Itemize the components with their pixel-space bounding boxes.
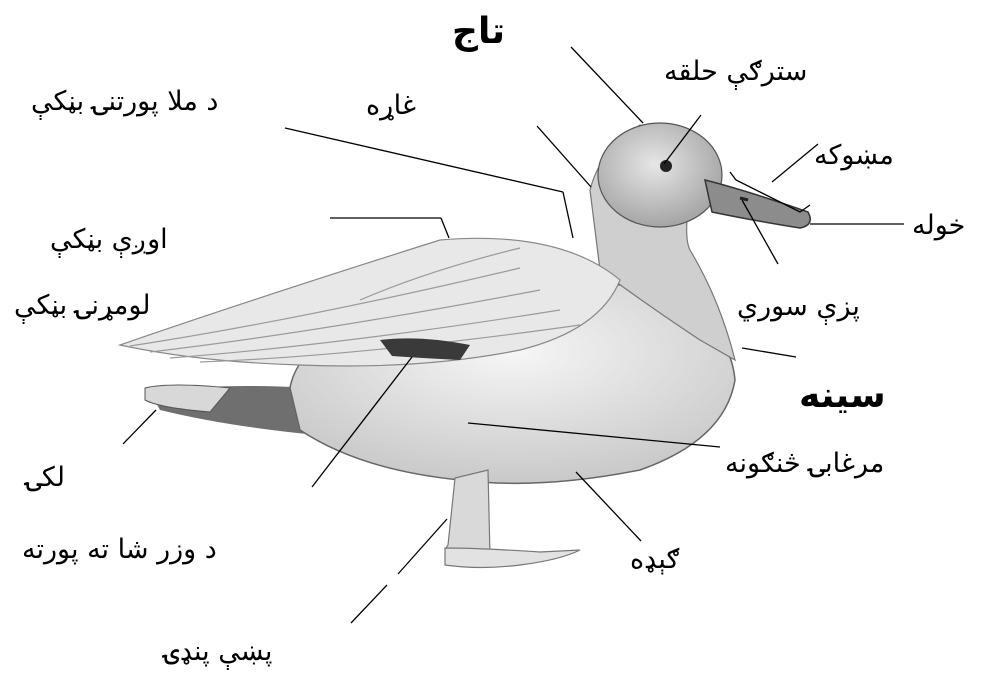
label-neck: غاړه <box>366 92 416 119</box>
duck-nostril <box>740 198 748 200</box>
label-belly: ګېډه <box>630 546 679 573</box>
label-flank: مرغابۍ څنګونه <box>725 450 884 477</box>
label-primary-feathers: لومړنۍ بڼکې <box>14 292 151 319</box>
label-tail: لکۍ <box>26 464 65 491</box>
label-bill: مښوکه <box>814 142 894 169</box>
label-foot: پښې پنډۍ <box>164 638 272 665</box>
duck-head <box>598 123 722 227</box>
label-lower-tail: د وزر شا ته پورته <box>22 536 217 563</box>
label-shoulder-feathers: د ملا پورتنۍ بڼکې <box>31 88 218 115</box>
label-upper-wing-feathers: اوږې بڼکې <box>50 226 168 253</box>
label-eye-ring: سترګې حلقه <box>664 58 807 85</box>
duck-leg <box>445 470 490 560</box>
duck-bill <box>705 180 810 228</box>
label-breast: سینه <box>799 378 886 414</box>
label-crown: تاج <box>452 14 505 50</box>
duck-foot <box>445 548 580 568</box>
label-bill-tip: خوله <box>912 212 965 239</box>
label-nostril: پزې سوري <box>737 293 860 320</box>
